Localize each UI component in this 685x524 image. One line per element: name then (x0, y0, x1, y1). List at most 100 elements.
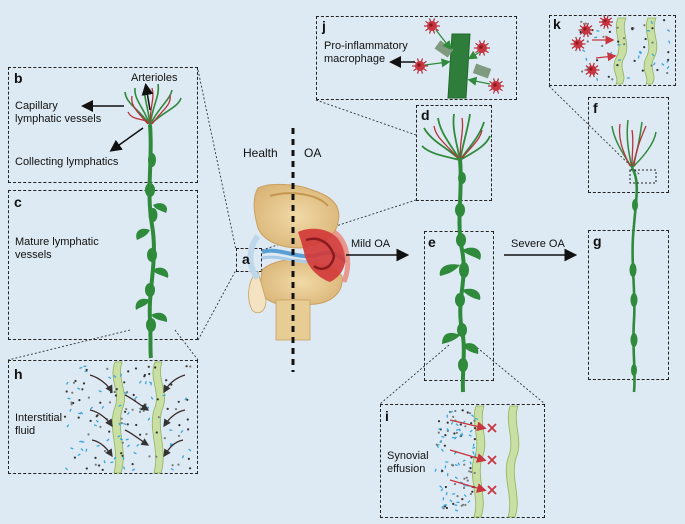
fluid-protein (145, 406, 150, 409)
macrophage-cell (488, 78, 504, 94)
fluid-particle (656, 68, 659, 72)
fluid-particle (139, 433, 142, 436)
fluid-protein (80, 448, 84, 452)
macrophage-cell (578, 22, 594, 38)
fluid-protein (455, 423, 459, 427)
fluid-protein (70, 447, 74, 450)
fluid-protein (118, 404, 122, 407)
fluid-particle (596, 59, 599, 62)
fluid-particle (186, 418, 189, 421)
fluid-protein (103, 460, 106, 464)
fluid-particle (120, 422, 123, 425)
fluid-particle (187, 457, 190, 460)
panel-label-e: e (428, 234, 436, 250)
fluid-particle (94, 463, 97, 466)
fluid-protein (463, 494, 467, 498)
fluid-particle (466, 479, 469, 482)
fluid-protein (639, 50, 643, 54)
fluid-particle (85, 467, 88, 470)
fluid-particle (126, 391, 129, 394)
fluid-protein (93, 424, 98, 427)
fluid-particle (165, 379, 168, 382)
fluid-particle (437, 420, 441, 423)
fluid-protein (123, 422, 127, 426)
fluid-particle (666, 71, 669, 75)
fluid-particle (443, 444, 446, 447)
fluid-protein (472, 446, 476, 449)
fluid-particle (473, 471, 476, 475)
macrophage-cell (412, 58, 428, 74)
fluid-protein (459, 433, 462, 438)
fluid-particle (186, 398, 189, 401)
fluid-particle (644, 37, 647, 41)
fluid-particle (71, 391, 74, 394)
fluid-protein (666, 29, 671, 32)
fluid-protein (120, 373, 123, 377)
fluid-particle (131, 463, 134, 466)
fluid-particle (132, 393, 135, 397)
fluid-particle (643, 46, 646, 49)
fluid-particle (126, 423, 129, 426)
fluid-particle (147, 365, 150, 368)
fluid-particle (651, 41, 654, 44)
fluid-protein (454, 509, 459, 512)
fluid-protein (440, 448, 444, 452)
fluid-particle (166, 407, 169, 410)
panel-i-box (380, 404, 545, 518)
capillary-lymphatic-label: Capillary lymphatic vessels (15, 100, 102, 125)
panel-label-c: c (14, 194, 22, 210)
fluid-particle (72, 381, 76, 384)
fluid-particle (468, 470, 471, 473)
fluid-protein (438, 427, 442, 430)
fluid-protein (454, 476, 458, 480)
fluid-particle (651, 27, 654, 30)
fluid-particle (437, 431, 440, 434)
fluid-particle (641, 69, 644, 72)
fluid-particle (452, 415, 455, 418)
fluid-particle (89, 419, 92, 422)
fluid-protein (638, 51, 642, 55)
fluid-particle (106, 367, 109, 370)
fluid-protein (65, 381, 69, 385)
macrophage-cell (474, 40, 490, 56)
fluid-protein (180, 430, 184, 434)
fluid-particle (453, 432, 456, 435)
fluid-protein (131, 468, 136, 472)
fluid-particle (473, 419, 476, 422)
panel-b-arrows (81, 83, 154, 152)
fluid-particle (115, 388, 118, 391)
fluid-particle (463, 463, 466, 466)
fluid-particle (622, 37, 626, 40)
fluid-protein (123, 466, 126, 470)
fluid-protein (454, 463, 458, 467)
fluid-particle (120, 417, 123, 420)
fluid-protein (101, 405, 105, 409)
fluid-particle (444, 505, 447, 508)
fluid-particle (98, 464, 101, 467)
fluid-particle (189, 467, 192, 470)
fluid-particle (177, 434, 181, 437)
fluid-protein (469, 461, 472, 465)
fluid-particle (468, 412, 472, 415)
panel-label-d: d (421, 107, 430, 123)
fluid-protein (67, 397, 71, 400)
health-label: Health (243, 146, 278, 160)
fluid-protein (119, 438, 123, 441)
fluid-protein (169, 429, 173, 432)
fluid-particle (177, 400, 180, 403)
fluid-protein (126, 444, 131, 448)
fluid-protein (445, 491, 448, 496)
fluid-particle (473, 427, 477, 430)
fluid-protein (661, 62, 665, 66)
synovial-effusion-label: Synovial effusion (387, 450, 429, 475)
fluid-particle (442, 507, 445, 510)
fluid-particle (464, 425, 467, 428)
fluid-particle (611, 78, 614, 81)
macrophage-cell (599, 15, 613, 29)
macrophage-cell (570, 36, 586, 52)
fluid-particle (460, 504, 463, 507)
fluid-particle (77, 416, 80, 419)
fluid-protein (651, 53, 655, 57)
fluid-protein (66, 424, 70, 428)
